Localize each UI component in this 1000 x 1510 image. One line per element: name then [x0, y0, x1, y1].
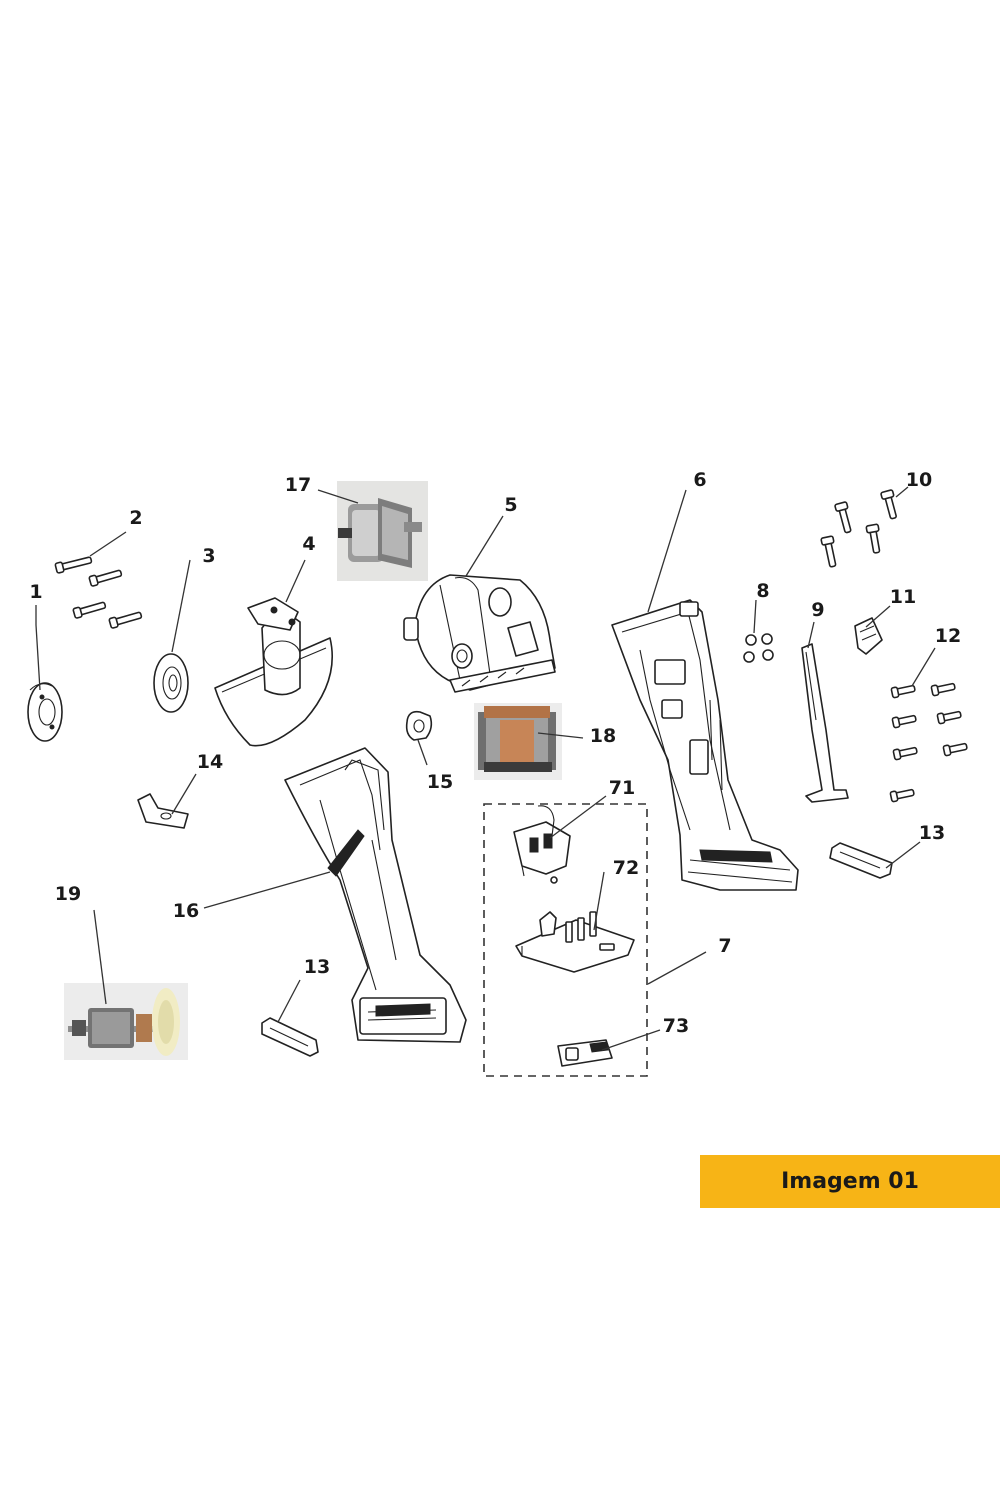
part-6-right-housing [611, 599, 799, 891]
callout-label: 19 [55, 883, 81, 905]
callout-label: 10 [906, 469, 932, 491]
image-caption-text: Imagem 01 [781, 1169, 919, 1194]
part-4-wheel-guard [214, 597, 333, 747]
leader-lines [35, 486, 936, 1051]
callout-label: 9 [811, 599, 824, 621]
callout-labels: 1 2 3 4 5 6 7 8 9 10 11 12 13 13 14 15 1… [29, 469, 961, 1037]
callout-label: 14 [197, 751, 223, 773]
part-12-screws [889, 682, 968, 803]
part-3-inner-flange [153, 653, 189, 713]
part-7-electronics-kit-box [483, 803, 648, 1077]
callout-label: 17 [285, 474, 311, 496]
callout-label: 8 [756, 580, 769, 602]
part-2-screws [54, 556, 143, 629]
part-71-switch-module [513, 805, 571, 884]
callout-label: 71 [609, 777, 635, 799]
callout-label: 5 [504, 494, 517, 516]
part-9-lever [801, 643, 849, 803]
part-73-battery-connector [557, 1039, 613, 1067]
part-72-control-board [515, 911, 635, 973]
callout-label: 6 [693, 469, 706, 491]
part-1-flange-nut [27, 682, 63, 742]
part-14-bracket [137, 793, 189, 829]
part-11-switch [854, 617, 883, 655]
callout-label: 3 [202, 545, 215, 567]
part-16-left-housing [284, 747, 467, 1043]
callout-label: 15 [427, 771, 453, 793]
image-caption-badge: Imagem 01 [700, 1155, 1000, 1208]
part-10-screws [820, 489, 897, 568]
part-18-stator-photo [474, 703, 562, 780]
part-15-brush-holder [405, 710, 433, 741]
part-13-cover-plate-right [829, 842, 893, 879]
part-8-nuts [743, 633, 774, 663]
callout-label: 7 [718, 935, 731, 957]
part-17-gear-head-photo [337, 481, 428, 581]
callout-label: 11 [890, 586, 916, 608]
callout-label: 12 [935, 625, 961, 647]
callout-label: 4 [302, 533, 315, 555]
part-19-armature-photo [64, 983, 188, 1060]
callout-label: 73 [663, 1015, 689, 1037]
part-13-cover-plate-left [261, 1017, 319, 1057]
callout-label: 1 [29, 581, 42, 603]
callout-label: 72 [613, 857, 639, 879]
callout-label: 2 [129, 507, 142, 529]
callout-label: 16 [173, 900, 199, 922]
callout-label: 18 [590, 725, 616, 747]
callout-label: 13 [919, 822, 945, 844]
callout-label: 13 [304, 956, 330, 978]
part-5-gear-housing [403, 574, 556, 693]
